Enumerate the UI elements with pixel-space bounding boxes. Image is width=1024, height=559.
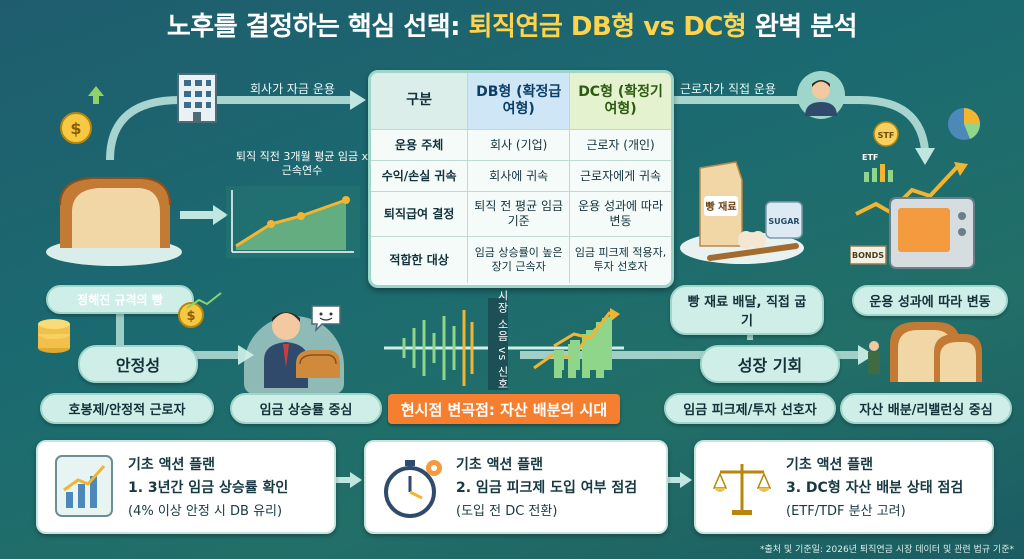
comparison-table: 구분 DB형 (확정급여형) DC형 (확정기여형) 운용 주체 회사 (기업)… — [368, 70, 674, 288]
table-row: 운용 주체 회사 (기업) 근로자 (개인) — [371, 130, 671, 161]
coin-icon: $ — [60, 112, 92, 144]
up-arrow-icon — [88, 86, 104, 104]
table-header-dc: DC형 (확정기여형) — [570, 73, 671, 129]
growth-opportunity-pill: 성장 기회 — [700, 345, 840, 383]
noise-vs-signal-label: 시장 소음 vs 신호 — [496, 290, 509, 390]
investor-avatar-icon — [797, 71, 845, 119]
table-row: 퇴직급여 결정 퇴직 전 평균 임금 기준 운용 성과에 따라 변동 — [371, 192, 671, 237]
balance-scale-icon — [712, 464, 772, 515]
dollar-coin-icon: $ — [178, 302, 204, 328]
table-header-db: DB형 (확정급여형) — [468, 73, 571, 129]
performance-caption: 운용 성과에 따라 변동 — [852, 285, 1008, 316]
inflection-banner: 현시점 변곡점: 자산 배분의 시대 — [388, 394, 620, 424]
bread-caption: 정해진 규격의 빵 — [46, 285, 194, 314]
table-header-row: 구분 DB형 (확정급여형) DC형 (확정기여형) — [371, 73, 671, 130]
stability-pill: 안정성 — [78, 345, 198, 383]
svg-text:$: $ — [70, 119, 81, 138]
bread-loaf-icon — [46, 177, 182, 266]
multiple-loaves-icon — [868, 322, 982, 382]
svg-text:SUGAR: SUGAR — [768, 217, 799, 226]
wage-focus-label: 임금 상승률 중심 — [230, 393, 382, 424]
stopwatch-icon — [384, 460, 442, 518]
svg-text:빵 재료: 빵 재료 — [705, 200, 736, 213]
table-row: 적합한 대상 임금 상승률이 높은 장기 근속자 임금 피크제 적용자, 투자 … — [371, 237, 671, 283]
stf-coin-icon: STF — [873, 121, 899, 147]
worker-holding-bread-icon — [264, 312, 340, 388]
table-header-label: 구분 — [371, 73, 469, 129]
company-manages-label: 회사가 자금 운용 — [250, 82, 335, 96]
trend-arrow-icon — [186, 292, 222, 309]
action-plan-card-1: 기초 액션 플랜 1. 3년간 임금 상승률 확인 (4% 이상 안정 시 DB… — [36, 440, 336, 534]
source-footnote: *출처 및 기준일: 2026년 퇴직연금 시장 데이터 및 관련 법규 기준* — [760, 545, 1014, 555]
svg-text:BONDS: BONDS — [852, 251, 884, 260]
etf-chart-icon: ETF — [862, 153, 893, 182]
pie-chart-icon — [948, 108, 981, 140]
coin-stack-icon — [38, 319, 70, 353]
action-plan-card-3: 기초 액션 플랜 3. DC형 자산 배분 상태 점검 (ETF/TDF 분산 … — [694, 440, 994, 534]
svg-text:STF: STF — [878, 131, 895, 140]
ingredients-caption: 빵 재료 배달, 직접 굽기 — [670, 285, 824, 335]
worker-manages-label: 근로자가 직접 운용 — [680, 82, 776, 96]
formula-label: 퇴직 직전 3개월 평균 임금 x 근속연수 — [235, 150, 369, 178]
svg-text:$: $ — [186, 309, 195, 324]
growth-bars-icon — [553, 311, 612, 370]
table-row: 수익/손실 귀속 회사에 귀속 근로자에게 귀속 — [371, 161, 671, 192]
dc-target-workers-label: 임금 피크제/투자 선호자 — [664, 393, 836, 424]
speech-bubble-icon — [311, 305, 341, 332]
page-title: 노후를 결정하는 핵심 선택: 퇴직연금 DB형 vs DC형 완벽 분석 — [166, 12, 858, 42]
wage-growth-chart-icon — [226, 186, 360, 258]
growth-chart-icon — [55, 455, 113, 517]
building-icon — [177, 73, 217, 123]
action-plan-card-2: 기초 액션 플랜 2. 임금 피크제 도입 여부 점검 (도입 전 DC 전환) — [364, 440, 668, 534]
svg-text:ETF: ETF — [862, 153, 878, 162]
oven-chart-icon: BONDS — [850, 162, 975, 269]
baking-ingredients-icon: 빵 재료 SUGAR — [680, 161, 804, 264]
db-target-workers-label: 호봉제/안정적 근로자 — [40, 393, 214, 424]
rebalancing-label: 자산 배분/리밸런싱 중심 — [840, 393, 1012, 424]
